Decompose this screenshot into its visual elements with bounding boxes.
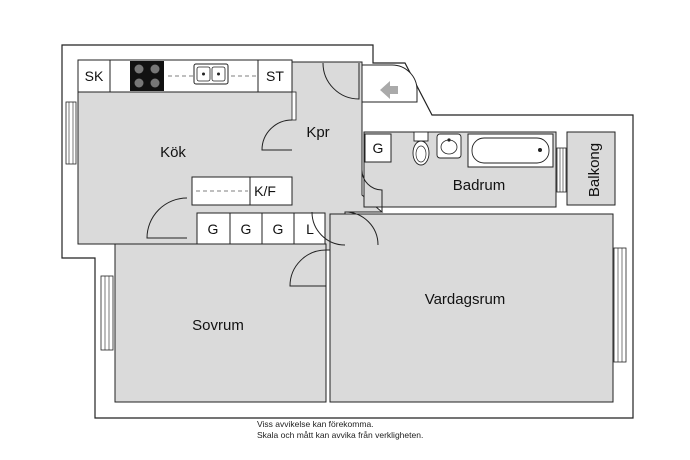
washbasin-icon (436, 133, 462, 159)
cabinet-label: ST (266, 68, 284, 84)
stove-icon (130, 61, 164, 91)
disclaimer-line-1: Viss avvikelse kan förekomma. (257, 419, 374, 429)
wardrobes (196, 212, 326, 245)
bedroom-floor (114, 243, 327, 403)
bath-cabinet-label: G (373, 140, 384, 156)
balcony-floor (566, 131, 616, 206)
bath-cabinet (364, 133, 392, 163)
living-window (613, 247, 627, 363)
bedroom-window (100, 275, 114, 351)
room-label-hall: Kpr (306, 124, 329, 141)
kitchen-sink-icon (193, 63, 229, 85)
wardrobe-label-2: G (241, 221, 252, 237)
room-label-bedroom: Sovrum (192, 317, 244, 334)
kitchen-window (65, 101, 77, 165)
room-label-bathroom: Badrum (453, 177, 506, 194)
freezer-label: SK (85, 68, 104, 84)
wardrobe-label-1: G (208, 221, 219, 237)
fridge-freezer-label: K/F (254, 183, 276, 199)
room-label-living: Vardagsrum (425, 291, 506, 308)
disclaimer-line-2: Skala och mått kan avvika från verklighe… (257, 430, 424, 440)
entrance-arrow-icon (361, 64, 418, 103)
bathroom-window (556, 147, 567, 193)
living-floor (329, 213, 614, 403)
wardrobe-label-3: G (273, 221, 284, 237)
room-label-balcony: Balkong (586, 143, 603, 197)
door-swings (146, 62, 383, 287)
bathtub-icon (467, 133, 554, 168)
linen-label: L (306, 221, 314, 237)
partition-wall (291, 91, 297, 121)
room-label-kitchen: Kök (160, 144, 186, 161)
toilet-icon (412, 131, 430, 166)
disclaimer: Viss avvikelse kan förekomma. Skala och … (257, 419, 423, 441)
fridge-freezer (191, 176, 293, 206)
